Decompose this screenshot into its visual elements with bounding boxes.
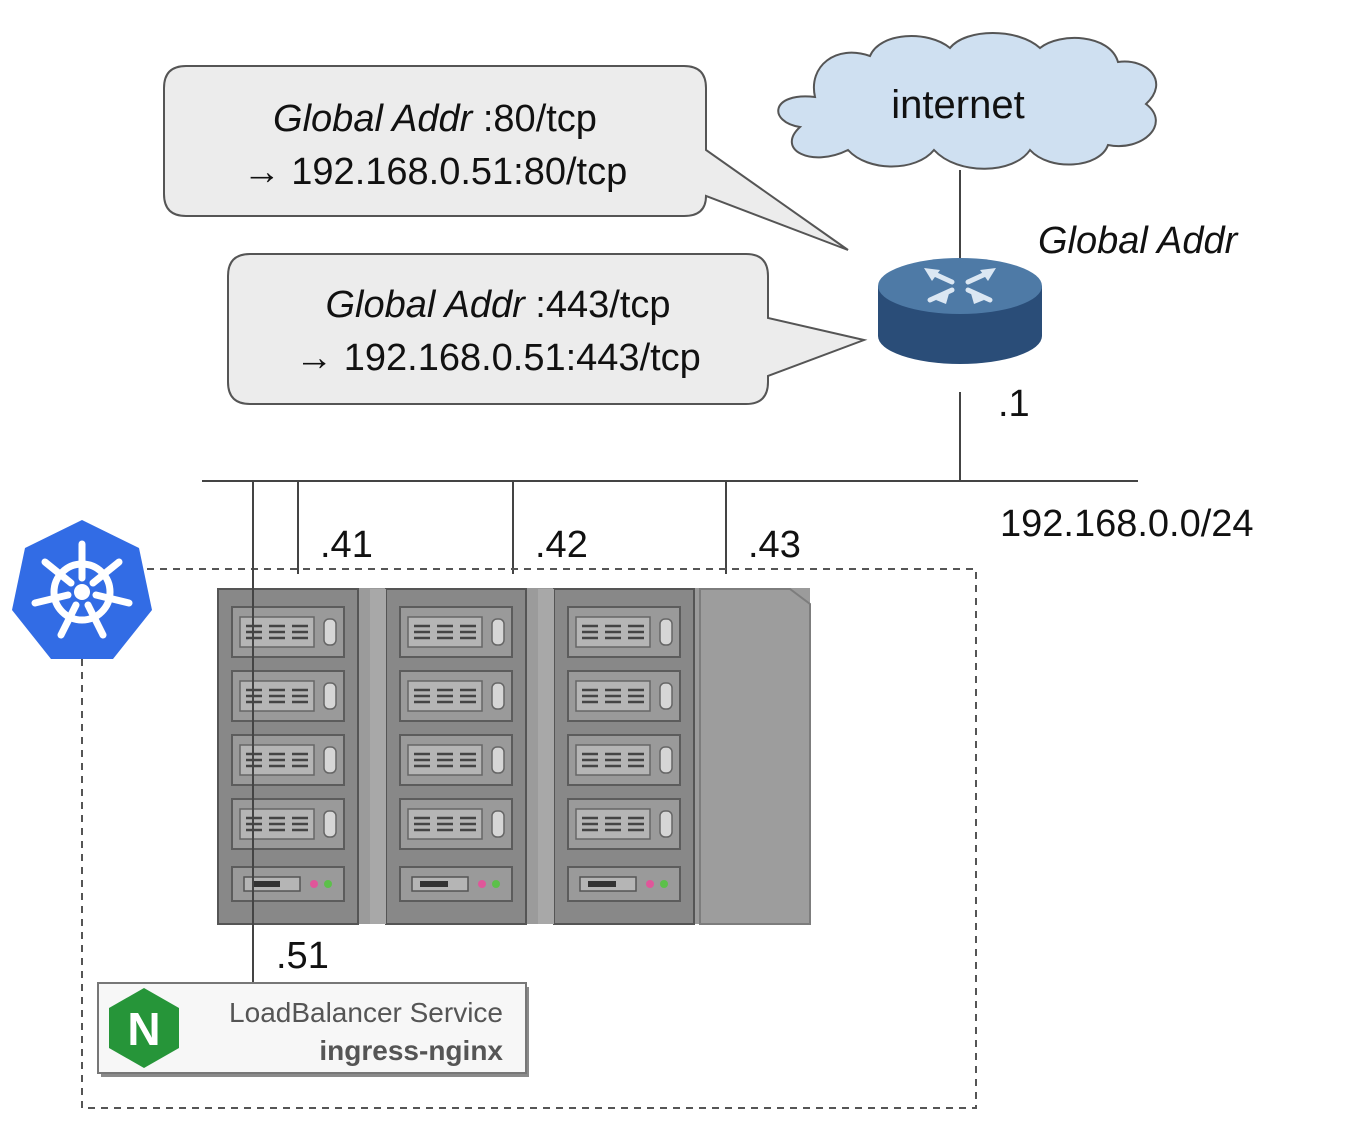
node-42-label: .42 (535, 524, 588, 566)
callout-443-target: → 192.168.0.51:443/tcp (295, 337, 701, 379)
internet-cloud: internet (777, 32, 1158, 170)
service-type-label: LoadBalancer Service (229, 997, 503, 1028)
service-name-label: ingress-nginx (319, 1035, 503, 1066)
node-43-label: .43 (748, 524, 801, 566)
nginx-logo-letter: N (127, 1003, 160, 1055)
router-icon (878, 258, 1042, 364)
svg-text:Global Addr :443/tcp: Global Addr :443/tcp (325, 284, 670, 326)
callout-443-global: Global Addr (325, 284, 526, 326)
callout-80 (163, 65, 849, 251)
server-racks (218, 588, 811, 925)
svg-text:Global Addr :80/tcp: Global Addr :80/tcp (273, 98, 597, 140)
callout-80-global: Global Addr (273, 98, 474, 140)
service-ip-label: .51 (276, 935, 329, 977)
subnet-label: 192.168.0.0/24 (1000, 503, 1254, 545)
callout-80-target: → 192.168.0.51:80/tcp (243, 151, 628, 193)
nginx-icon: N (109, 988, 179, 1068)
callout-443 (227, 253, 868, 405)
internet-label: internet (891, 83, 1024, 127)
node-41-label: .41 (320, 524, 373, 566)
cluster-boundary (81, 568, 977, 1109)
router-lan-address: .1 (998, 383, 1030, 425)
loadbalancer-service: N LoadBalancer Service ingress-nginx (97, 982, 529, 1077)
kubernetes-icon (12, 520, 152, 659)
callout-443-port: :443/tcp (525, 284, 671, 326)
callout-80-port: :80/tcp (472, 98, 597, 140)
router-global-addr: Global Addr (1038, 220, 1239, 262)
